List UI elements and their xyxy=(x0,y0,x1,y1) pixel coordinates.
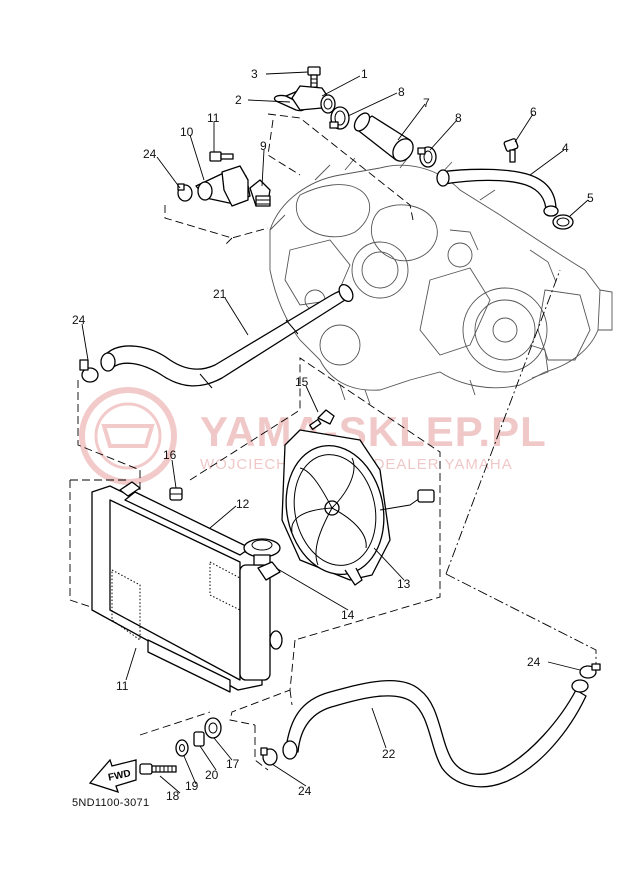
callout-14: 13 xyxy=(397,577,411,591)
fwd-direction-indicator: FWD xyxy=(88,758,137,794)
callout-21: 20 xyxy=(205,768,219,782)
callout-17: 16 xyxy=(163,448,177,462)
part-3-bolt xyxy=(307,66,321,90)
part-6-bolt xyxy=(503,138,519,163)
callout-8-upper: 8 xyxy=(398,85,405,99)
callout-13: 12 xyxy=(236,497,250,511)
part-10-thermostat-cover xyxy=(195,165,251,207)
callout-5: 5 xyxy=(587,191,594,205)
part-20-washer xyxy=(175,739,189,757)
part-11-bolt xyxy=(209,151,234,162)
engine-outline xyxy=(269,154,613,405)
fwd-label: FWD xyxy=(107,768,132,783)
watermark: YAMA-SKLEP.PL WOJCIECH KRZYSZ | DEALER Y… xyxy=(79,387,547,485)
callout-10: 10 xyxy=(180,125,194,139)
reference-lines xyxy=(69,113,597,771)
watermark-logo xyxy=(79,387,177,485)
part-24-hose-clamp-left xyxy=(79,359,99,383)
part-15-fan-bracket xyxy=(257,561,281,581)
callout-15: 14 xyxy=(341,608,355,622)
part-24-hose-clamp-right xyxy=(579,663,601,679)
callout-8-lower: 8 xyxy=(455,111,462,125)
part-19-drain-bolt xyxy=(139,763,177,775)
part-12-radiator xyxy=(91,481,283,693)
part-7-short-hose xyxy=(353,112,414,162)
callout-18: 17 xyxy=(226,757,240,771)
part-24-hose-clamp-upper xyxy=(177,183,193,202)
callout-2: 2 xyxy=(235,93,242,107)
part-13-radiator-cap xyxy=(243,538,281,566)
diagram-code: 5ND1100-3071 xyxy=(72,797,149,809)
watermark-title: YAMA-SKLEP.PL xyxy=(200,408,547,455)
part-18-grommet xyxy=(204,717,222,739)
callout-19: 18 xyxy=(166,789,180,803)
callout-9: 9 xyxy=(260,139,267,153)
part-16-bolt xyxy=(309,409,335,430)
part-17-clip xyxy=(169,487,183,501)
part-4-water-pipe xyxy=(436,168,559,217)
part-24-hose-clamp-lower xyxy=(260,747,278,766)
callout-4: 4 xyxy=(562,141,569,155)
callout-24-upper: 24 xyxy=(143,147,157,161)
callout-6: 6 xyxy=(530,105,537,119)
part-21-collar xyxy=(193,731,205,747)
part-14-radiator-fan xyxy=(281,429,435,586)
callout-22: 21 xyxy=(213,287,227,301)
part-8-hose-clamp-lower xyxy=(417,146,437,168)
part-8-hose-clamp-upper xyxy=(329,106,350,130)
callout-20: 19 xyxy=(185,779,199,793)
callout-24-right: 24 xyxy=(527,655,541,669)
part-23-lower-radiator-hose xyxy=(282,679,589,788)
callout-23: 22 xyxy=(382,747,396,761)
callout-24-left: 24 xyxy=(72,313,86,327)
part-1-outlet-fitting xyxy=(291,85,336,114)
callouts: 3 1 2 8 7 8 6 4 5 9 10 11 24 21 24 15 16… xyxy=(72,67,594,803)
leader-lines xyxy=(81,71,589,794)
part-9-thermostat xyxy=(249,179,271,207)
callout-16: 15 xyxy=(295,375,309,389)
callout-11: 11 xyxy=(207,111,220,125)
part-22-upper-radiator-hose xyxy=(100,283,354,389)
callout-1: 1 xyxy=(361,67,368,81)
callout-24-lower: 24 xyxy=(298,784,312,798)
callout-3: 3 xyxy=(251,67,258,81)
part-5-o-ring xyxy=(552,214,574,230)
callout-12: 11 xyxy=(116,679,129,693)
callout-7: 7 xyxy=(423,96,430,110)
